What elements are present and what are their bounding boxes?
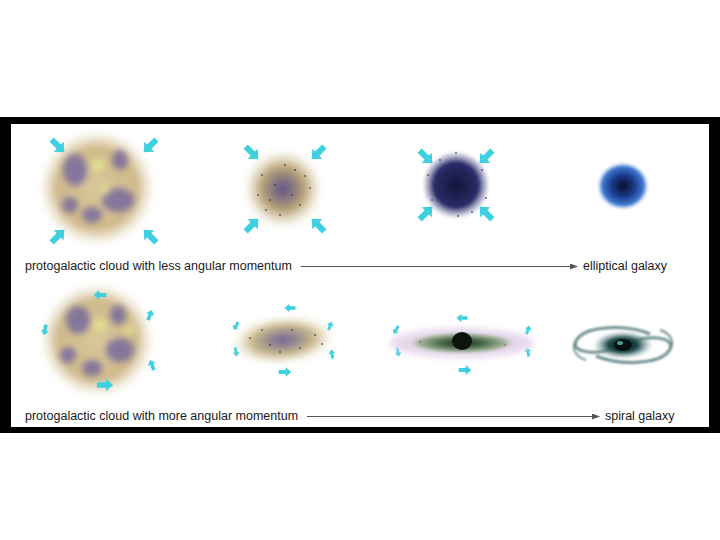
- result-label: elliptical galaxy: [583, 259, 667, 274]
- flattening-cloud: [229, 312, 337, 369]
- dense-cloud: [422, 151, 490, 219]
- stage-label: protogalactic cloud with more angular mo…: [25, 409, 298, 424]
- elliptical-galaxy: [597, 162, 649, 210]
- infall-arrows: [47, 135, 498, 248]
- protogalactic-cloud: [39, 130, 155, 246]
- flow-arrow: [307, 416, 599, 417]
- result-label: spiral galaxy: [605, 409, 674, 424]
- panel: [11, 124, 709, 427]
- collapsing-cloud: [243, 149, 323, 229]
- rotation-arrows: [40, 290, 533, 391]
- protogalactic-cloud: [40, 283, 154, 397]
- stage-label: protogalactic cloud with less angular mo…: [25, 259, 292, 274]
- forming-disk: [390, 328, 534, 358]
- spiral-galaxy: [574, 328, 672, 363]
- frame: [0, 117, 720, 433]
- flow-arrow: [301, 266, 577, 267]
